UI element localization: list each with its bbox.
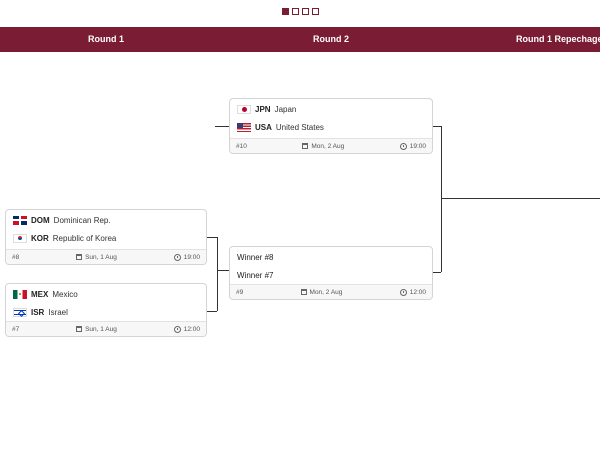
round-header-bar: Round 1 Round 2 Round 1 Repechage xyxy=(0,27,603,52)
pager-dot-1[interactable] xyxy=(281,8,289,15)
team-row-jpn[interactable]: JPN Japan xyxy=(230,100,432,118)
connector-line xyxy=(217,270,229,271)
team-name: Dominican Rep. xyxy=(53,215,111,225)
team-row-isr[interactable]: ISR Israel xyxy=(6,303,206,321)
team-row-usa[interactable]: USA United States xyxy=(230,118,432,136)
calendar-icon xyxy=(76,254,83,260)
match-date: Sun, 1 Aug xyxy=(85,253,117,261)
south-korea-flag-icon xyxy=(13,233,27,243)
israel-flag-icon xyxy=(13,307,27,317)
team-row-mex[interactable]: MEX Mexico xyxy=(6,285,206,303)
match-date: Mon, 2 Aug xyxy=(309,288,343,296)
team-placeholder: Winner #8 xyxy=(237,252,274,262)
mexico-flag-icon xyxy=(13,289,27,299)
match-number: #9 xyxy=(236,288,244,296)
clock-icon xyxy=(173,253,181,261)
connector-line xyxy=(432,272,441,273)
connector-line xyxy=(432,126,441,127)
team-name: Republic of Korea xyxy=(52,233,117,243)
match-number: #8 xyxy=(12,253,20,261)
connector-line xyxy=(217,237,218,311)
match-time: 12:00 xyxy=(409,288,426,296)
match-time: 19:00 xyxy=(183,253,200,261)
clock-icon xyxy=(399,142,407,150)
team-code: DOM xyxy=(31,215,50,225)
clock-icon xyxy=(399,288,407,296)
match-time: 12:00 xyxy=(183,325,200,333)
team-row-dom[interactable]: DOM Dominican Rep. xyxy=(6,211,206,229)
pager-dot-4[interactable] xyxy=(311,8,319,15)
match-footer: #10 Mon, 2 Aug 19:00 xyxy=(230,138,432,153)
match-number: #7 xyxy=(12,325,20,333)
match-footer: #9 Mon, 2 Aug 12:00 xyxy=(230,284,432,299)
match-date: Mon, 2 Aug xyxy=(311,142,345,150)
match-card-7[interactable]: MEX Mexico ISR Israel #7 Sun, 1 Aug 12:0… xyxy=(5,283,207,337)
team-code: JPN xyxy=(255,104,271,114)
match-number: #10 xyxy=(236,142,247,150)
team-name: Israel xyxy=(48,307,68,317)
match-card-9[interactable]: Winner #8 Winner #7 #9 Mon, 2 Aug 12:00 xyxy=(229,246,433,300)
round-1-repechage-label[interactable]: Round 1 Repechage xyxy=(516,34,603,44)
team-code: ISR xyxy=(31,307,45,317)
team-name: Mexico xyxy=(52,289,78,299)
team-placeholder: Winner #7 xyxy=(237,270,274,280)
connector-line xyxy=(215,126,229,127)
team-code: USA xyxy=(255,122,272,132)
round-2-label[interactable]: Round 2 xyxy=(313,34,349,44)
pager-dot-2[interactable] xyxy=(291,8,299,15)
team-code: MEX xyxy=(31,289,49,299)
match-footer: #7 Sun, 1 Aug 12:00 xyxy=(6,321,206,336)
round-1-label[interactable]: Round 1 xyxy=(88,34,124,44)
team-row-kor[interactable]: KOR Republic of Korea xyxy=(6,229,206,247)
dominican-republic-flag-icon xyxy=(13,215,27,225)
team-name: United States xyxy=(275,122,324,132)
match-card-8[interactable]: DOM Dominican Rep. KOR Republic of Korea… xyxy=(5,209,207,265)
connector-line xyxy=(206,311,217,312)
match-date: Sun, 1 Aug xyxy=(85,325,117,333)
clock-icon xyxy=(173,325,181,333)
calendar-icon xyxy=(302,143,309,149)
connector-line xyxy=(441,126,442,272)
match-time: 19:00 xyxy=(409,142,426,150)
team-code: KOR xyxy=(31,233,49,243)
connector-line xyxy=(441,198,600,199)
japan-flag-icon xyxy=(237,104,251,114)
match-footer: #8 Sun, 1 Aug 19:00 xyxy=(6,249,206,264)
usa-flag-icon xyxy=(237,122,251,132)
team-name: Japan xyxy=(274,104,297,114)
calendar-icon xyxy=(76,326,83,332)
round-pager xyxy=(0,8,600,15)
pager-dot-3[interactable] xyxy=(301,8,309,15)
connector-line xyxy=(206,237,217,238)
team-row-winner-8[interactable]: Winner #8 xyxy=(230,248,432,266)
calendar-icon xyxy=(300,289,307,295)
team-row-winner-7[interactable]: Winner #7 xyxy=(230,266,432,284)
match-card-10[interactable]: JPN Japan USA United States #10 Mon, 2 A… xyxy=(229,98,433,154)
